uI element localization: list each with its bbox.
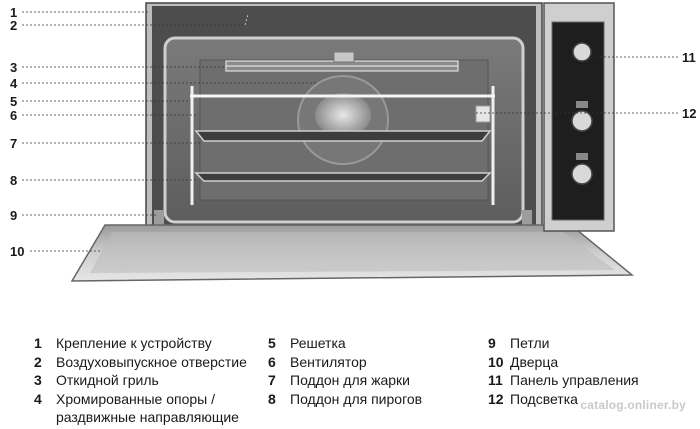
legend-column-3: 9 Петли 10 Дверца 11 Панель управления 12 Подсв…: [488, 334, 639, 408]
legend-number: 11: [488, 372, 503, 388]
callout-number-4: 4: [10, 76, 18, 91]
legend-text: Вентилятор: [290, 353, 367, 370]
hinge-right: [522, 210, 532, 232]
legend-text: Откидной гриль: [56, 372, 159, 388]
legend-item: 5 Решетка: [268, 334, 422, 353]
legend-item: 7 Поддон для жарки: [268, 371, 422, 390]
legend-item: 12 Подсветка: [488, 390, 639, 409]
grill-hinge: [333, 51, 355, 63]
watermark: catalog.onliner.by: [580, 398, 686, 412]
legend-text: Дверца: [510, 353, 559, 370]
legend-number: 6: [268, 353, 276, 370]
legend-number: 5: [268, 335, 276, 351]
legend-item: 8 Поддон для пирогов: [268, 390, 422, 409]
roasting-tray: [194, 130, 492, 142]
callout-number-3: 3: [10, 60, 17, 75]
legend: 1 Крепление к устройству 2 Воздуховыпускное…: [0, 334, 700, 429]
legend-text: Подсветка: [510, 390, 578, 407]
legend-number: 3: [34, 372, 42, 388]
legend-text: Поддон для жарки: [290, 372, 410, 388]
legend-text: Петли: [510, 335, 550, 351]
legend-number: 4: [34, 390, 42, 407]
legend-number: 7: [268, 372, 276, 388]
fan-center: [315, 93, 371, 137]
leader-line-2-end: [244, 13, 249, 26]
side-supports: [190, 86, 495, 205]
legend-text: Панель управления: [510, 372, 639, 388]
callouts-right: 11 12: [476, 50, 696, 121]
legend-item: 9 Петли: [488, 334, 639, 353]
callout-number-9: 9: [10, 208, 17, 223]
legend-text: Поддон для пирогов: [290, 390, 423, 407]
legend-text: Решетка: [290, 335, 346, 351]
legend-column-1: 1 Крепление к устройству 2 Воздуховыпускное…: [34, 334, 247, 427]
legend-column-2: 5 Решетка 6 Вентилятор 7 Поддон для жарки 8 Под…: [268, 334, 422, 408]
function-knob: [571, 110, 593, 132]
legend-item: 10 Дверца: [488, 353, 639, 372]
callout-number-1: 1: [10, 5, 17, 20]
callout-number-6: 6: [10, 108, 17, 123]
legend-item: 4 Хромированные опоры /: [34, 390, 247, 409]
door-glass: [90, 232, 615, 273]
legend-number: 1: [34, 335, 42, 351]
cake-tray: [194, 172, 492, 182]
callout-number-12: 12: [682, 106, 696, 121]
legend-number: 9: [488, 335, 496, 351]
callout-number-10: 10: [10, 244, 24, 259]
callout-number-7: 7: [10, 136, 17, 151]
oven-light: [475, 105, 491, 123]
timer-knob: [572, 42, 592, 62]
legend-text: Воздуховыпускное отверстие: [56, 353, 247, 370]
callout-number-2: 2: [10, 18, 17, 33]
temperature-icon: [576, 153, 588, 160]
legend-text: Хромированные опоры /: [56, 390, 215, 407]
legend-item: 11 Панель управления: [488, 371, 639, 390]
legend-number: 10: [488, 353, 504, 370]
hinge-left: [154, 210, 164, 232]
function-icon: [576, 101, 588, 108]
temperature-knob: [571, 163, 593, 185]
legend-item: 3 Откидной гриль: [34, 371, 247, 390]
callout-number-5: 5: [10, 94, 17, 109]
legend-item: 1 Крепление к устройству: [34, 334, 247, 353]
legend-item: 6 Вентилятор: [268, 353, 422, 372]
legend-item: раздвижные направляющие: [34, 408, 247, 427]
callout-number-11: 11: [682, 50, 696, 65]
legend-number: 2: [34, 353, 42, 370]
legend-text: раздвижные направляющие: [56, 409, 239, 425]
legend-item: 2 Воздуховыпускное отверстие: [34, 353, 247, 372]
legend-text: Крепление к устройству: [56, 335, 212, 351]
callout-number-8: 8: [10, 173, 17, 188]
legend-number: 8: [268, 390, 276, 407]
legend-number: 12: [488, 390, 504, 407]
